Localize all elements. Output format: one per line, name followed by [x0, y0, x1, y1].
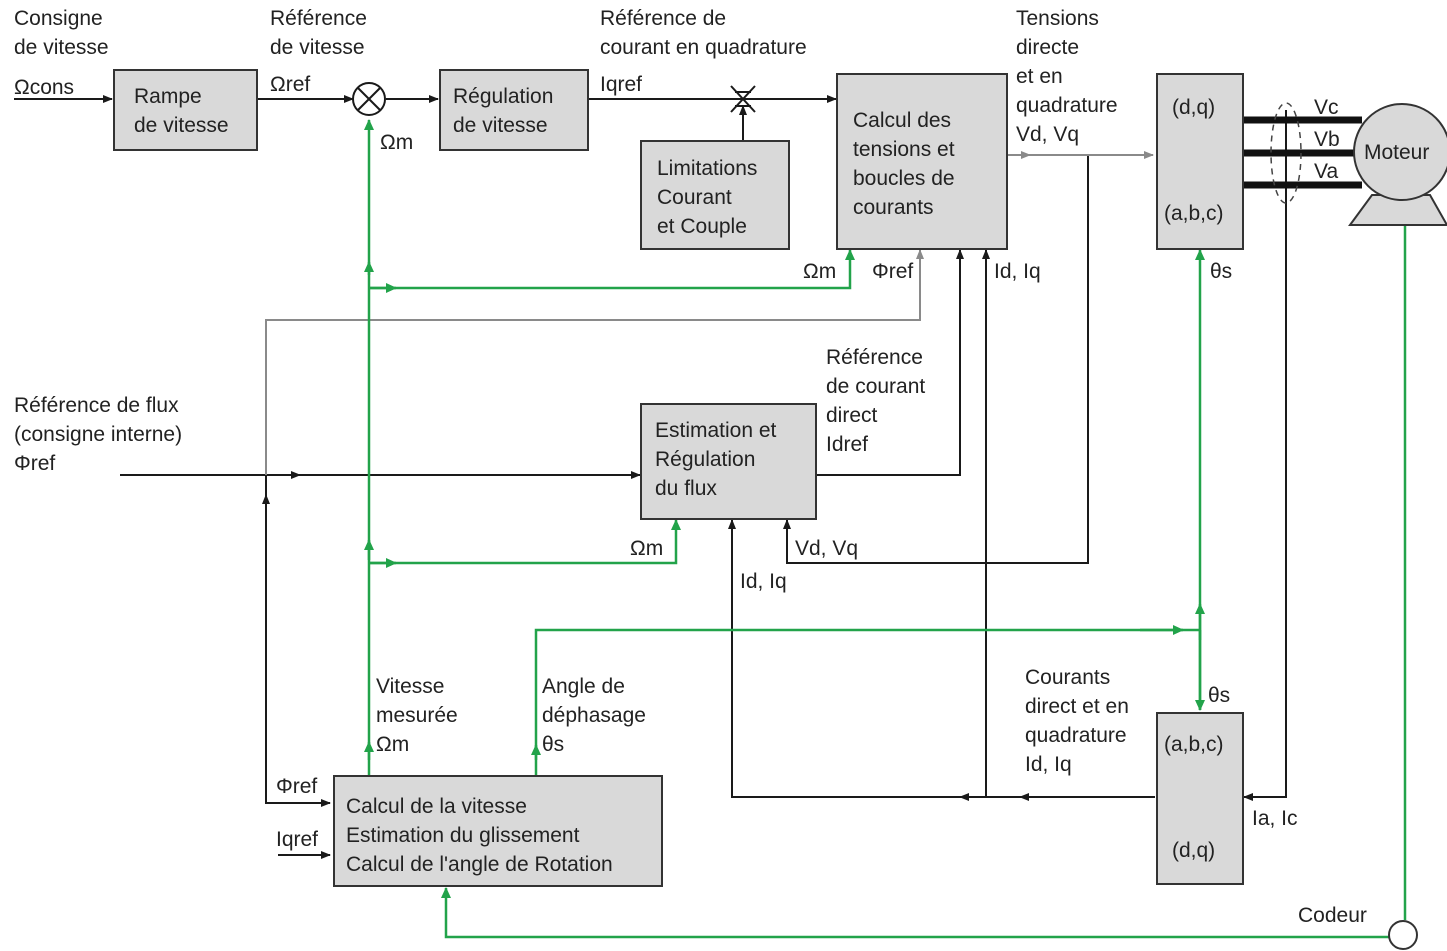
- limitations-line-3: et Couple: [657, 215, 747, 238]
- limitations-line-2: Courant: [657, 186, 732, 209]
- abc-to-dq-block: (a,b,c) (d,q): [1156, 712, 1244, 885]
- regulation-line-1: Régulation: [453, 85, 554, 108]
- reference-flux-label: Référence de flux (consigne interne) Φre…: [14, 394, 183, 475]
- calcul-vitesse-line-2: Estimation du glissement: [346, 824, 580, 847]
- vc-label: Vc: [1314, 96, 1339, 119]
- green-signal-lines: [364, 119, 1407, 939]
- theta-s-top-label: θs: [1210, 260, 1233, 283]
- rampe-vitesse-block: Rampe de vitesse: [113, 69, 258, 151]
- calcul-tensions-line-3: boucles de: [853, 167, 955, 190]
- abc-bottom-label: (a,b,c): [1164, 733, 1224, 756]
- reference-courant-direct-label: Référence de courant direct Idref: [826, 346, 926, 456]
- courants-direct-quadrature-label: Courants direct et en quadrature Id, Iq: [1025, 666, 1129, 776]
- arrow-idref: [816, 249, 964, 476]
- dq-top-label: (d,q): [1172, 96, 1216, 119]
- arrow-phi-ref-calc: [265, 475, 331, 807]
- calcul-tensions-block: Calcul des tensions et boucles de couran…: [836, 73, 1008, 250]
- calcul-vitesse-block: Calcul de la vitesse Estimation du gliss…: [333, 775, 663, 887]
- arrow-omega-m-calc: [369, 249, 855, 290]
- consigne-vitesse-label: Consigne de vitesse: [14, 7, 109, 59]
- limitations-block: Limitations Courant et Couple: [640, 140, 790, 250]
- summation-node: [352, 82, 386, 116]
- estimation-flux-block: Estimation et Régulation du flux: [640, 403, 817, 520]
- codeur-label: Codeur: [1298, 904, 1367, 927]
- arrow-id-iq-flux: [728, 519, 1155, 798]
- phi-ref-bottom-label: Φref: [276, 775, 318, 798]
- limitations-line-1: Limitations: [657, 157, 758, 180]
- regulation-vitesse-block: Régulation de vitesse: [439, 69, 589, 151]
- iq-ref-bottom-label: Iqref: [276, 828, 319, 851]
- calcul-vitesse-line-3: Calcul de l'angle de Rotation: [346, 853, 613, 876]
- rampe-line-2: de vitesse: [134, 114, 229, 137]
- black-signal-lines: [14, 95, 1287, 859]
- abc-top-label: (a,b,c): [1164, 202, 1224, 225]
- angle-dephasage-label: Angle de déphasage θs: [542, 675, 646, 756]
- three-phase-lines: [1243, 116, 1362, 189]
- calcul-tensions-line-2: tensions et: [853, 138, 955, 161]
- vd-vq-flux-label: Vd, Vq: [795, 537, 859, 560]
- arrow-codeur: [441, 887, 1390, 939]
- id-iq-calc-label: Id, Iq: [994, 260, 1041, 283]
- motor-icon: [1348, 103, 1447, 226]
- moteur-label: Moteur: [1364, 141, 1430, 164]
- calcul-tensions-line-1: Calcul des: [853, 109, 952, 132]
- omega-m-flux-label: Ωm: [630, 537, 664, 560]
- limiter-symbol: [730, 85, 756, 113]
- rampe-line-1: Rampe: [134, 85, 202, 108]
- estimation-line-3: du flux: [655, 477, 717, 500]
- reference-courant-quadrature-label: Référence de courant en quadrature: [600, 7, 807, 59]
- estimation-line-2: Régulation: [655, 448, 756, 471]
- id-iq-flux-label: Id, Iq: [740, 570, 787, 593]
- va-label: Va: [1314, 160, 1339, 183]
- iq-ref-label: Iqref: [600, 73, 643, 96]
- estimation-line-1: Estimation et: [655, 419, 777, 442]
- arrow-theta-s: [534, 628, 1200, 775]
- vitesse-mesuree-label: Vitesse mesurée Ωm: [376, 675, 458, 756]
- arrow-phi-ref-calc-top: [265, 249, 924, 475]
- omega-cons-label: Ωcons: [14, 76, 75, 99]
- dq-to-abc-block: (d,q) (a,b,c): [1156, 73, 1244, 250]
- codeur-icon: [1388, 920, 1418, 950]
- arrow-omega-m-flux: [369, 519, 681, 565]
- grey-signal-lines: [265, 151, 1154, 475]
- regulation-line-2: de vitesse: [453, 114, 548, 137]
- calcul-tensions-line-4: courants: [853, 196, 934, 219]
- omega-ref-label: Ωref: [270, 73, 311, 96]
- dq-bottom-label: (d,q): [1172, 839, 1216, 862]
- omega-m-sum-label: Ωm: [380, 131, 414, 154]
- arrow-vd-vq-flux: [783, 155, 1089, 564]
- ia-ic-label: Ia, Ic: [1252, 807, 1298, 830]
- theta-s-bottom-label: θs: [1208, 684, 1231, 707]
- calcul-vitesse-line-1: Calcul de la vitesse: [346, 795, 527, 818]
- reference-vitesse-label: Référence de vitesse: [270, 7, 367, 59]
- current-sensor: [1270, 102, 1302, 204]
- tensions-label: Tensions directe et en quadrature Vd, Vq: [1016, 7, 1118, 146]
- vb-label: Vb: [1314, 128, 1340, 151]
- phi-ref-calc-label: Φref: [872, 260, 914, 283]
- omega-m-calc-label: Ωm: [803, 260, 837, 283]
- arrow-ia-ic: [1243, 110, 1287, 801]
